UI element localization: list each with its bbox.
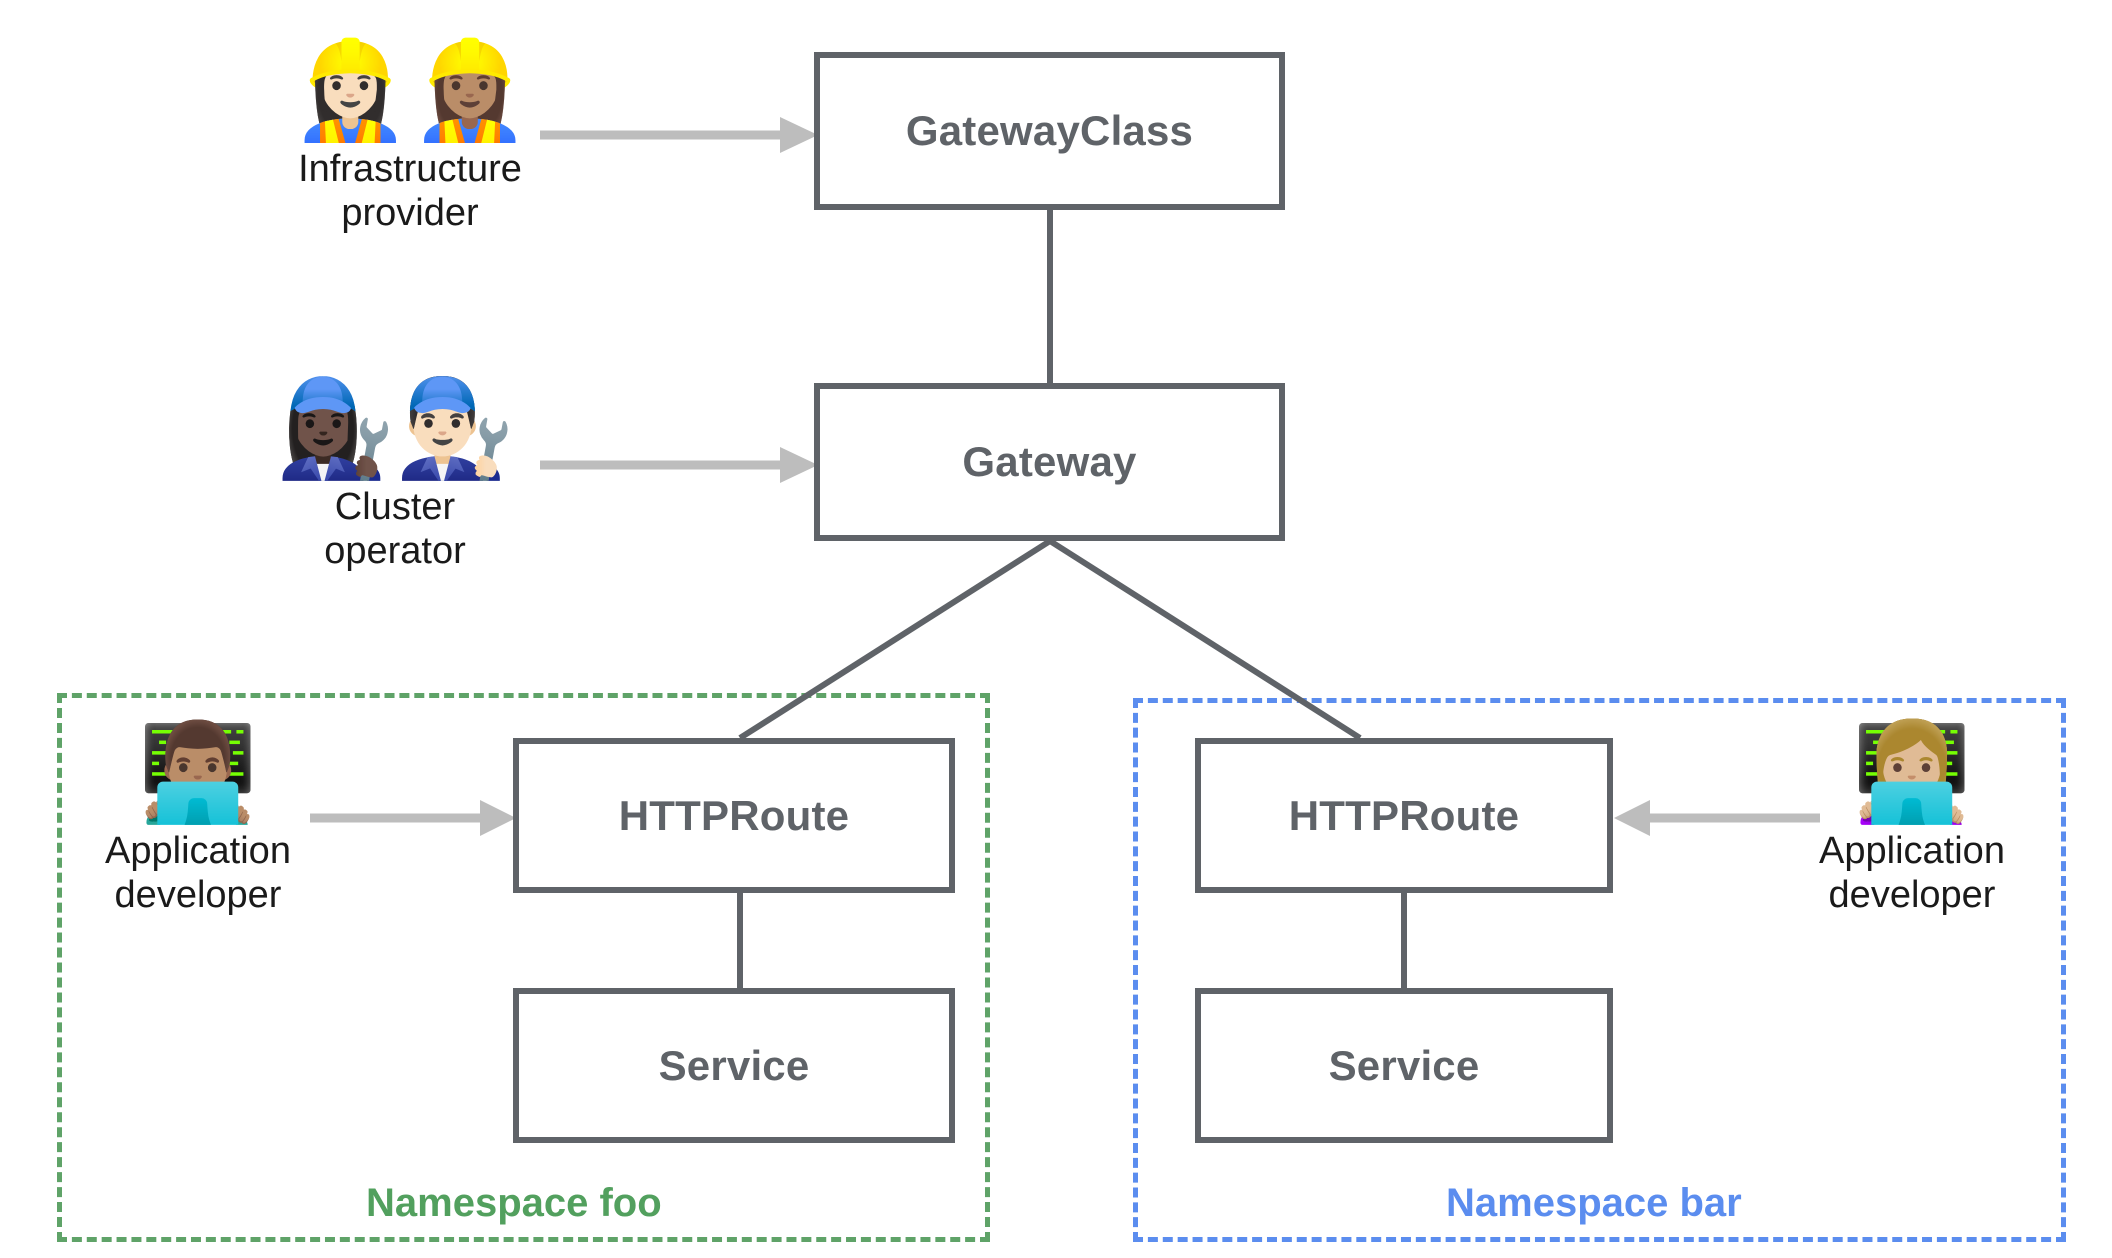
woman-construction-worker-icon: 👷🏽‍♀️	[410, 34, 530, 146]
persona-application-developer-bar: 👩🏼‍💻 Application developer	[1812, 722, 2012, 917]
node-gatewayclass-label: GatewayClass	[905, 107, 1194, 154]
namespace-bar-label: Namespace bar	[1446, 1181, 1742, 1225]
persona-infrastructure-provider-icons: 👷🏻‍♀️ 👷🏽‍♀️	[290, 40, 529, 141]
namespace-bar-container	[1133, 698, 2066, 1242]
persona-cluster-operator-caption: Cluster operator	[324, 485, 466, 572]
node-service-bar[interactable]: Service	[1195, 988, 1613, 1143]
persona-infrastructure-provider-caption: Infrastructure provider	[298, 147, 522, 234]
persona-application-developer-foo-icons: 👨🏽‍💻	[138, 722, 258, 823]
persona-application-developer-foo-caption: Application developer	[105, 829, 291, 916]
node-gateway-label: Gateway	[962, 438, 1137, 485]
man-technologist-icon: 👨🏽‍💻	[138, 716, 258, 828]
arrow-cluster-operator-to-gateway	[540, 447, 818, 483]
node-httproute-foo[interactable]: HTTPRoute	[513, 738, 955, 893]
woman-construction-worker-icon: 👷🏻‍♀️	[290, 34, 410, 146]
node-gateway[interactable]: Gateway	[814, 383, 1285, 541]
persona-application-developer-foo: 👨🏽‍💻 Application developer	[98, 722, 298, 917]
node-service-foo-label: Service	[658, 1041, 810, 1089]
node-httproute-foo-label: HTTPRoute	[618, 791, 850, 839]
arrow-infrastructure-provider-to-gatewayclass	[540, 117, 818, 153]
node-gatewayclass[interactable]: GatewayClass	[814, 52, 1285, 210]
node-httproute-bar-label: HTTPRoute	[1288, 791, 1520, 839]
node-service-bar-label: Service	[1328, 1041, 1480, 1089]
node-service-foo[interactable]: Service	[513, 988, 955, 1143]
namespace-foo-label: Namespace foo	[366, 1181, 662, 1225]
namespace-foo-container	[57, 693, 990, 1242]
persona-cluster-operator-icons: 👩🏿‍🔧 👨🏻‍🔧	[275, 378, 514, 479]
persona-application-developer-bar-icons: 👩🏼‍💻	[1852, 722, 1972, 823]
persona-infrastructure-provider: 👷🏻‍♀️ 👷🏽‍♀️ Infrastructure provider	[270, 40, 550, 235]
node-httproute-bar[interactable]: HTTPRoute	[1195, 738, 1613, 893]
man-mechanic-icon: 👨🏻‍🔧	[395, 372, 515, 484]
persona-application-developer-bar-caption: Application developer	[1819, 829, 2005, 916]
woman-mechanic-icon: 👩🏿‍🔧	[275, 372, 395, 484]
woman-technologist-icon: 👩🏼‍💻	[1852, 716, 1972, 828]
persona-cluster-operator: 👩🏿‍🔧 👨🏻‍🔧 Cluster operator	[255, 378, 535, 573]
